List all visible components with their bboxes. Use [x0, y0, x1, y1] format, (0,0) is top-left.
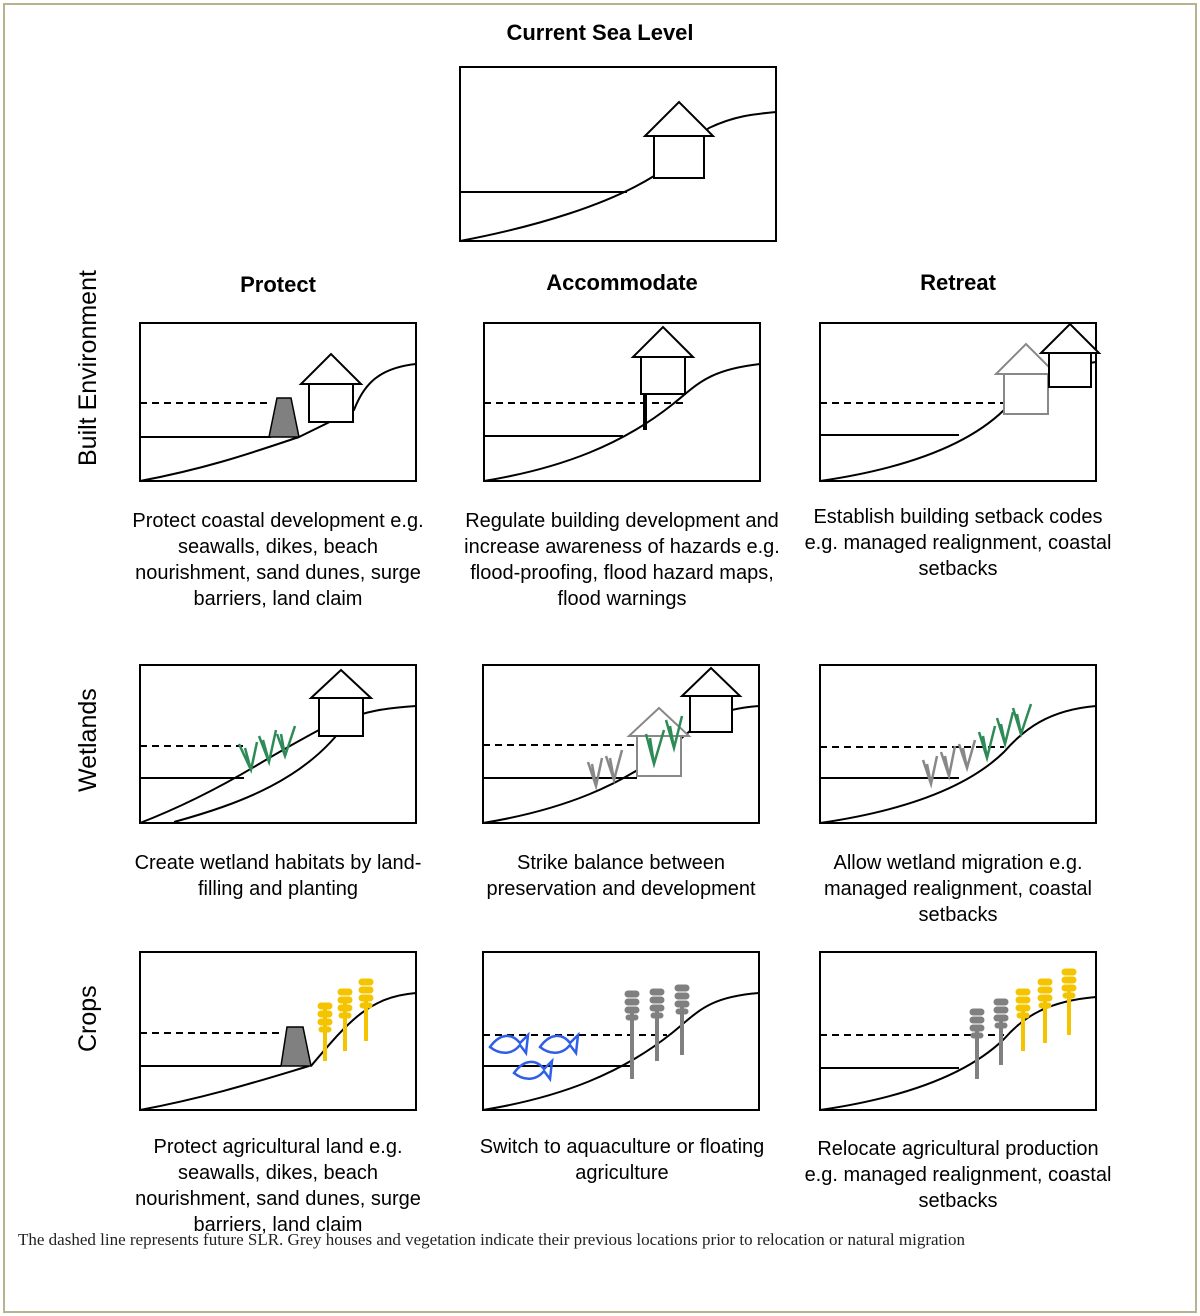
description-crops-retreat: Relocate agricultural production e.g. ma…: [804, 1138, 1112, 1212]
fish-icon: [488, 1031, 580, 1083]
previous-crop-icon: [969, 998, 1009, 1079]
house-icon: [1038, 322, 1102, 388]
panel-crops-retreat: [819, 951, 1097, 1111]
panel-current-sea-level: [459, 66, 777, 242]
description-wetlands-accommodate: Strike balance between preservation and …: [486, 852, 756, 900]
wetland-grass-icon: [644, 715, 684, 769]
description-crops-protect: Protect agricultural land e.g. seawalls,…: [135, 1136, 421, 1236]
row-header-crops: Crops: [74, 985, 102, 1052]
house-icon: [642, 100, 716, 179]
description-built-protect: Protect coastal development e.g. seawall…: [132, 510, 424, 610]
description-built-accommodate: Regulate building development and increa…: [464, 510, 780, 610]
figure-title: Current Sea Level: [506, 20, 694, 45]
seawall-icon: [280, 1026, 312, 1067]
panel-built-protect: [139, 322, 417, 482]
row-header-built-environment: Built Environment: [74, 270, 102, 466]
column-header-protect: Protect: [240, 272, 316, 297]
panel-crops-protect: [139, 951, 417, 1111]
house-icon: [679, 666, 743, 733]
crop-icon: [624, 984, 690, 1079]
house-icon: [630, 325, 696, 395]
crop-icon: [317, 978, 374, 1061]
previous-house-icon: [626, 706, 692, 777]
seawall-icon: [268, 397, 300, 438]
figure-caption: The dashed line represents future SLR. G…: [18, 1230, 965, 1249]
panel-wetlands-accommodate: [482, 664, 760, 824]
crop-icon: [1015, 968, 1077, 1051]
description-crops-accommodate: Switch to aquaculture or floating agricu…: [479, 1136, 765, 1184]
previous-grass-icon: [586, 749, 624, 791]
panel-built-accommodate: [483, 322, 761, 482]
description-built-retreat: Establish building setback codes e.g. ma…: [804, 506, 1112, 580]
description-wetlands-protect: Create wetland habitats by land-filling …: [134, 852, 422, 900]
house-icon: [298, 352, 364, 423]
previous-grass-icon: [921, 739, 977, 789]
wetland-grass-icon: [237, 725, 297, 774]
row-header-wetlands: Wetlands: [74, 688, 102, 792]
previous-house-icon: [993, 342, 1059, 415]
panel-crops-accommodate: [482, 951, 760, 1111]
house-icon: [308, 668, 374, 737]
panel-wetlands-protect: [139, 664, 417, 824]
column-header-accommodate: Accommodate: [546, 270, 698, 295]
panel-wetlands-retreat: [819, 664, 1097, 824]
column-header-retreat: Retreat: [920, 270, 996, 295]
panel-built-retreat: [819, 322, 1102, 482]
description-wetlands-retreat: Allow wetland migration e.g. managed rea…: [824, 852, 1092, 926]
wetland-grass-icon: [977, 703, 1033, 763]
